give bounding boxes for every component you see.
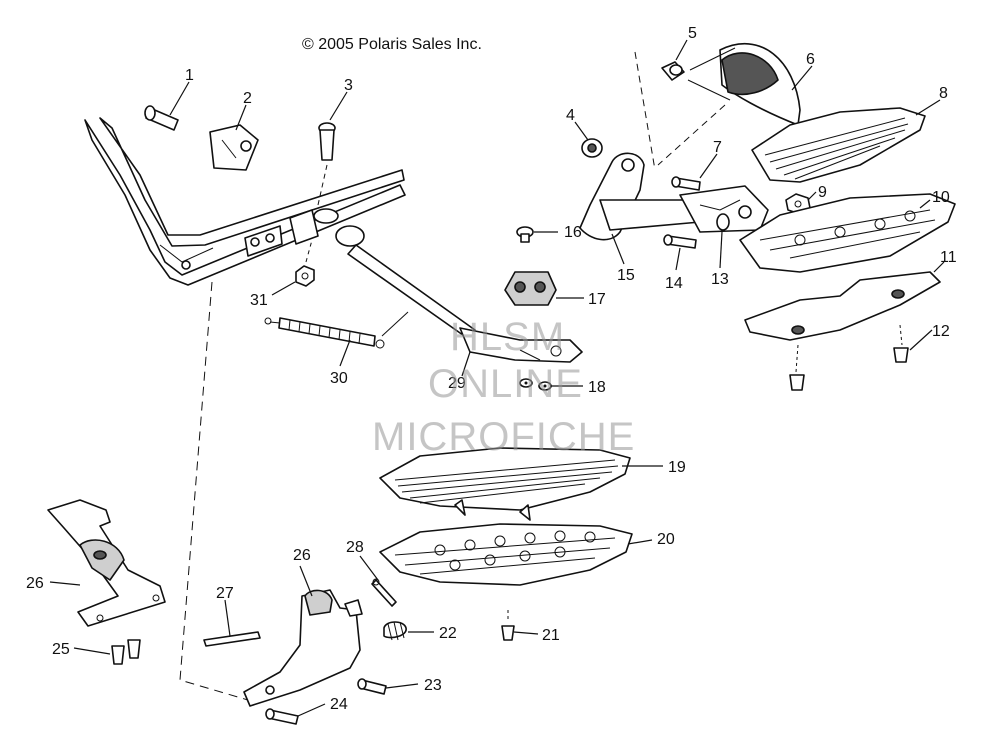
callout-4: 4 [566, 107, 575, 124]
callout-10: 10 [932, 189, 950, 206]
part-24-bolt [265, 708, 299, 725]
callout-24: 24 [330, 696, 348, 713]
part-30-spring [264, 311, 409, 349]
callout-7: 7 [713, 139, 722, 156]
callout-18: 18 [588, 379, 606, 396]
part-13-washer [716, 213, 730, 231]
part-8-floorboard-pad [751, 107, 926, 183]
callout-30: 30 [330, 370, 348, 387]
callout-25: 25 [52, 641, 70, 658]
leader-lines [49, 39, 945, 717]
part-12-bolts [789, 347, 909, 391]
part-15-pivot-arm [579, 152, 769, 241]
callout-17: 17 [588, 291, 606, 308]
part-28-cotter-pin [371, 578, 397, 607]
part-7-bolt [671, 176, 701, 191]
part-26-bracket-left [47, 499, 166, 627]
callout-5: 5 [688, 25, 697, 42]
callout-26-left: 26 [26, 575, 44, 592]
part-1-bolt [144, 105, 179, 131]
part-10-floorboard [739, 193, 956, 273]
callout-14: 14 [665, 275, 683, 292]
part-27-pin [203, 631, 261, 647]
callout-29: 29 [448, 375, 466, 392]
part-14-pin [663, 234, 697, 249]
callout-3: 3 [344, 77, 353, 94]
callout-15: 15 [617, 267, 635, 284]
part-25-bolts [111, 639, 141, 665]
part-26-bracket-lower [243, 589, 363, 707]
part-3-bolt [317, 122, 336, 206]
callout-26-lower: 26 [293, 547, 311, 564]
part-6-heat-shield [634, 43, 801, 171]
part-17-pad [504, 271, 557, 306]
callout-16: 16 [564, 224, 582, 241]
callout-22: 22 [439, 625, 457, 642]
part-21-bolt [501, 610, 515, 641]
callout-19: 19 [668, 459, 686, 476]
part-19-floorboard-pad [379, 447, 631, 521]
callout-numbers: 1 2 3 4 5 6 7 8 9 10 11 12 13 14 15 16 1… [26, 25, 957, 713]
callout-23: 23 [424, 677, 442, 694]
callout-21: 21 [542, 627, 560, 644]
callout-8: 8 [939, 85, 948, 102]
part-4-washer [581, 138, 603, 158]
watermark-line-3: MICROFICHE [372, 415, 636, 459]
callout-31: 31 [250, 292, 268, 309]
copyright-text: © 2005 Polaris Sales Inc. [302, 36, 482, 53]
part-22-spring [383, 621, 407, 641]
watermark-line-2: ONLINE [428, 362, 583, 406]
part-2-clamp [209, 124, 259, 171]
part-16-bolt [516, 226, 534, 243]
part-31-nut [295, 239, 315, 287]
callout-13: 13 [711, 271, 729, 288]
part-20-floorboard [379, 523, 633, 586]
part-5-bushing [661, 61, 685, 81]
callout-20: 20 [657, 531, 675, 548]
watermark-line-1: HLSM [450, 315, 566, 359]
callout-6: 6 [806, 51, 815, 68]
callout-1: 1 [185, 67, 194, 84]
part-23-bolt [357, 678, 387, 695]
callout-28: 28 [346, 539, 364, 556]
callout-9: 9 [818, 184, 827, 201]
callout-2: 2 [243, 90, 252, 107]
callout-11: 11 [940, 249, 957, 266]
frame-rail [84, 117, 406, 286]
callout-27: 27 [216, 585, 234, 602]
part-29-lever [335, 225, 583, 363]
callout-12: 12 [932, 323, 950, 340]
part-11-floorboard-base [744, 271, 941, 373]
